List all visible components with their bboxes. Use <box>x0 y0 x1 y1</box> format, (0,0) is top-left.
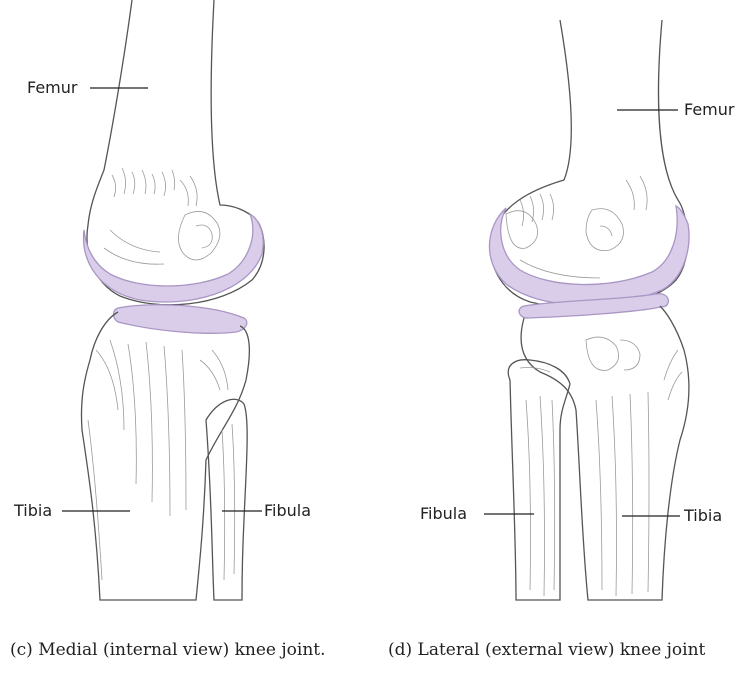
femur-right-cartilage <box>489 206 689 305</box>
femur-left-bone <box>87 0 264 305</box>
caption-lateral-view: (d) Lateral (external view) knee joint <box>388 640 705 660</box>
medial-knee-figure <box>62 0 264 600</box>
femur-left-cartilage <box>83 214 263 302</box>
femur-right-hatching <box>506 176 647 286</box>
lateral-knee-figure <box>484 20 689 600</box>
femur-left-label: Femur <box>27 78 78 97</box>
caption-medial-view: (c) Medial (internal view) knee joint. <box>10 640 326 660</box>
tibia-left-label: Tibia <box>13 501 52 520</box>
tibia-left-cartilage <box>114 305 247 333</box>
tibia-right-label: Tibia <box>683 506 722 525</box>
fibula-right-label: Fibula <box>420 504 467 523</box>
tibia-right-bone <box>521 306 689 600</box>
femur-left-hatching <box>104 168 220 264</box>
fibula-left-bone <box>206 399 247 600</box>
femur-right-label: Femur <box>684 100 735 119</box>
fibula-right-bone <box>508 360 570 600</box>
fibula-left-label: Fibula <box>264 501 311 520</box>
tibia-right-hatching <box>520 337 682 596</box>
femur-right-bone <box>491 20 688 308</box>
